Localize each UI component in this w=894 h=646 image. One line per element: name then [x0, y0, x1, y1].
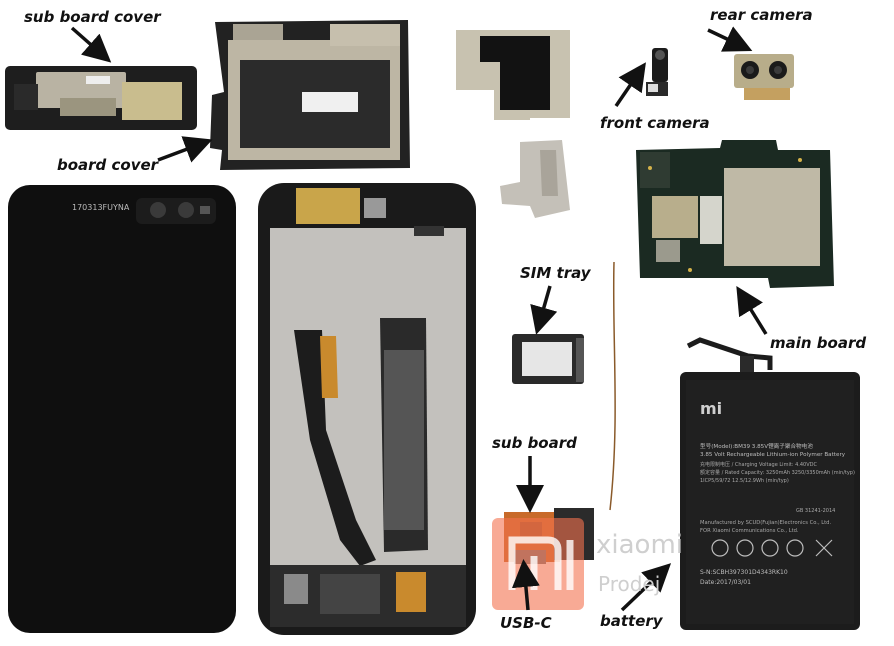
watermark-text-1: xiaomi — [596, 530, 684, 560]
battery-line-4: 额定容量 / Rated Capacity: 3250mAh 3250/3350… — [700, 469, 855, 476]
antenna-cable — [609, 261, 616, 511]
battery-line-7: FOR Xiaomi Communications Co., Ltd. — [700, 528, 799, 534]
shield-piece-small — [500, 140, 570, 218]
certification-icons — [711, 539, 833, 557]
label-board-cover: board cover — [57, 156, 159, 174]
arrows — [70, 26, 768, 612]
battery-line-8: GB 31241-2014 — [796, 508, 835, 514]
watermark-logo — [492, 518, 584, 610]
sim-tray-part — [512, 334, 584, 384]
battery-date: Date:2017/03/01 — [700, 579, 751, 586]
rear-camera-part — [734, 54, 794, 100]
label-front-camera: front camera — [600, 114, 710, 132]
arrow-battery — [620, 563, 672, 612]
sub-board-cover-part — [5, 66, 197, 130]
arrow-front-camera — [614, 62, 646, 107]
arrow-main-board — [736, 286, 768, 335]
battery-logo: mi — [700, 399, 722, 418]
battery-line-6: Manufactured by SCUD(Fujian)Electronics … — [700, 520, 831, 526]
arrow-sub-board-cover — [70, 26, 112, 63]
back-cover-part: 170313FUYNA — [8, 185, 236, 633]
battery-line-3: 充电限制电压 / Charging Voltage Limit: 4.40VDC — [700, 461, 817, 468]
label-rear-camera: rear camera — [710, 6, 813, 24]
arrow-rear-camera — [707, 26, 753, 52]
front-camera-part — [646, 48, 668, 96]
label-usb-c: USB-C — [500, 614, 552, 632]
front-frame-part — [258, 183, 476, 635]
back-cover-code: 170313FUYNA — [72, 203, 130, 212]
arrow-board-cover — [157, 136, 213, 163]
main-board-part — [636, 140, 834, 288]
label-sim-tray: SIM tray — [520, 264, 591, 282]
label-main-board: main board — [770, 334, 867, 352]
label-sub-board-cover: sub board cover — [24, 8, 161, 26]
battery-line-5: 1ICP5/59/72 12.5/12.9Wh (min/typ) — [700, 478, 789, 484]
battery-line-2: 3.85 Volt Rechargeable Lithium-ion Polym… — [700, 452, 846, 458]
battery-line-1: 型号(Model):BM39 3.85V锂离子聚合物电池 — [700, 442, 813, 450]
label-sub-board: sub board — [492, 434, 577, 452]
battery-part: mi 型号(Model):BM39 3.85V锂离子聚合物电池 3.85 Vol… — [680, 337, 860, 630]
battery-serial: S-N:SCBH397301D4343RK10 — [700, 569, 788, 576]
board-cover-part — [210, 20, 410, 170]
shield-piece-top — [456, 30, 570, 120]
arrow-sim-tray — [530, 285, 558, 335]
watermark-text-2: Prodej — [598, 572, 661, 596]
arrow-usb-c — [511, 559, 540, 611]
label-battery: battery — [600, 612, 663, 630]
